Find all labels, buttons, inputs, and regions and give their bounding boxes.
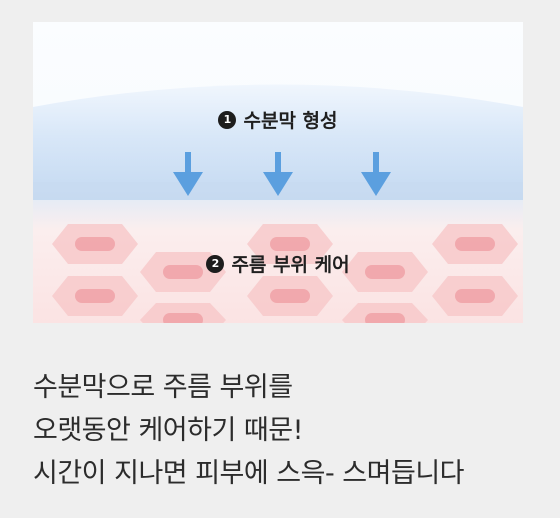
caption-line-2: 오랫동안 케어하기 때문! (33, 415, 303, 446)
down-arrow-icon (263, 152, 293, 196)
cell-nucleus (455, 237, 495, 251)
caption-text: 수분막으로 주름 부위를 오랫동안 케어하기 때문! 시간이 지나면 피부에 스… (33, 366, 533, 495)
down-arrow-icon (173, 152, 203, 196)
cell-nucleus (270, 289, 310, 303)
step-2-label-row: 2 주름 부위 케어 (33, 250, 523, 277)
step-1-number-badge: 1 (218, 110, 237, 129)
cell-nucleus (163, 313, 203, 323)
step-1-label: 수분막 형성 (243, 110, 338, 132)
caption-line-3: 시간이 지나면 피부에 스윽- 스며듭니다 (33, 458, 465, 489)
down-arrow-icon (361, 152, 391, 196)
cell-nucleus (75, 289, 115, 303)
moisture-film-layer (33, 84, 523, 200)
cell-nucleus (75, 237, 115, 251)
cell-nucleus (270, 237, 310, 251)
caption-line-1: 수분막으로 주름 부위를 (33, 372, 293, 403)
step-1-label-row: 1 수분막 형성 (33, 106, 523, 133)
cell-nucleus (455, 289, 495, 303)
cell-nucleus (365, 265, 405, 279)
step-2-label: 주름 부위 케어 (231, 254, 350, 276)
moisture-film-illustration (33, 22, 523, 323)
cell-nucleus (365, 313, 405, 323)
cell-nucleus (163, 265, 203, 279)
skin-cells (52, 224, 518, 323)
step-2-number-badge: 2 (206, 254, 225, 273)
arrows-group (173, 152, 391, 196)
